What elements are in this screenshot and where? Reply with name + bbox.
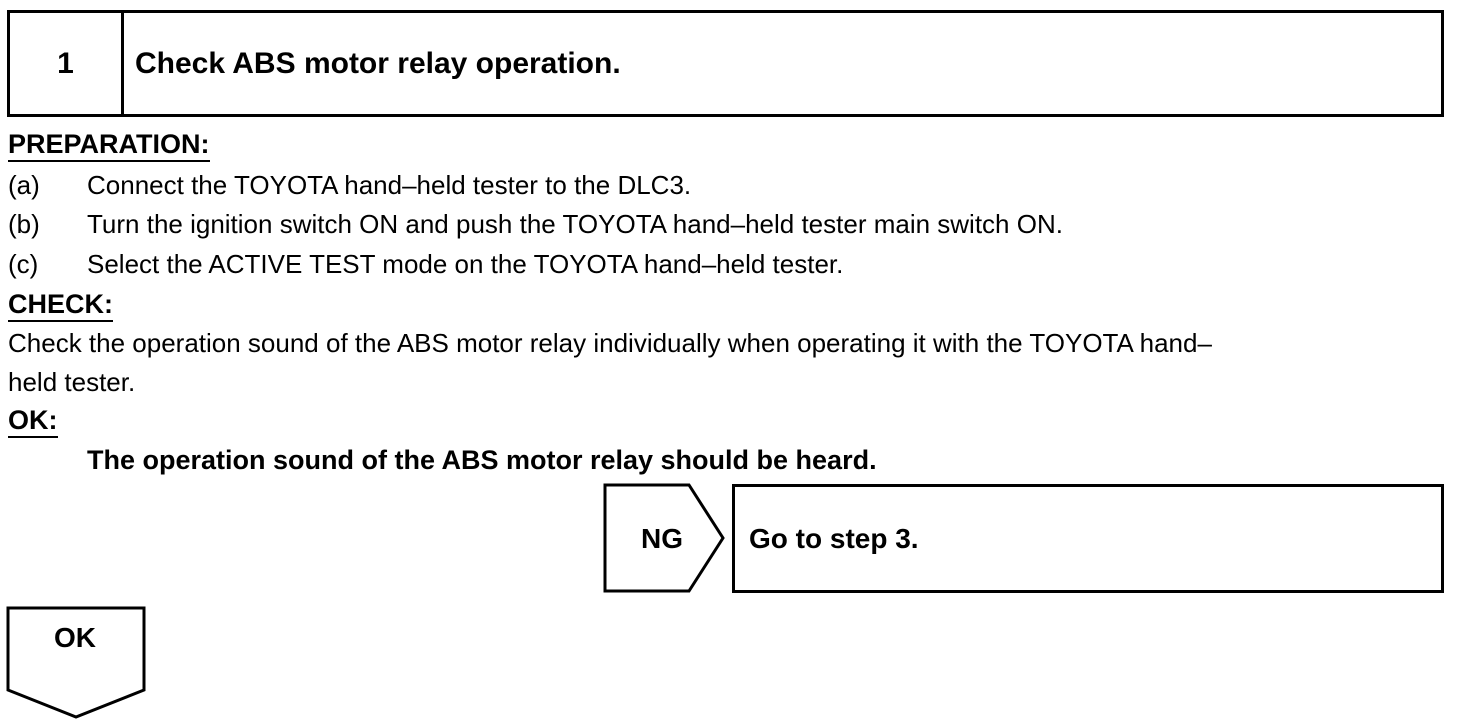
ng-arrow-shape (603, 483, 725, 593)
preparation-item-b: (b) Turn the ignition switch ON and push … (8, 208, 1063, 240)
preparation-item-c: (c) Select the ACTIVE TEST mode on the TO… (8, 248, 843, 280)
ng-target-text: Go to step 3. (749, 522, 919, 554)
item-text: Turn the ignition switch ON and push the… (87, 209, 1063, 239)
item-text: Select the ACTIVE TEST mode on the TOYOT… (87, 249, 844, 279)
ok-statement: The operation sound of the ABS motor rel… (87, 445, 877, 475)
step-header: 1 Check ABS motor relay operation. (7, 10, 1444, 117)
item-text: Connect the TOYOTA hand–held tester to t… (87, 170, 692, 200)
ok-heading: OK: (8, 404, 58, 438)
check-heading: CHECK: (8, 288, 113, 322)
ok-arrow-shape (6, 606, 146, 719)
step-title: Check ABS motor relay operation. (135, 46, 621, 80)
check-line-1: Check the operation sound of the ABS mot… (8, 328, 1212, 358)
item-letter: (c) (8, 249, 39, 279)
check-line-2: held tester. (8, 367, 136, 397)
ng-target-box: Go to step 3. (732, 484, 1444, 593)
step-number: 1 (10, 13, 124, 114)
item-letter: (b) (8, 209, 40, 239)
preparation-heading: PREPARATION: (8, 128, 210, 162)
ok-flow-label: OK (54, 622, 96, 653)
preparation-item-a: (a) Connect the TOYOTA hand–held tester t… (8, 169, 691, 201)
ng-label: NG (641, 523, 683, 554)
item-letter: (a) (8, 170, 40, 200)
